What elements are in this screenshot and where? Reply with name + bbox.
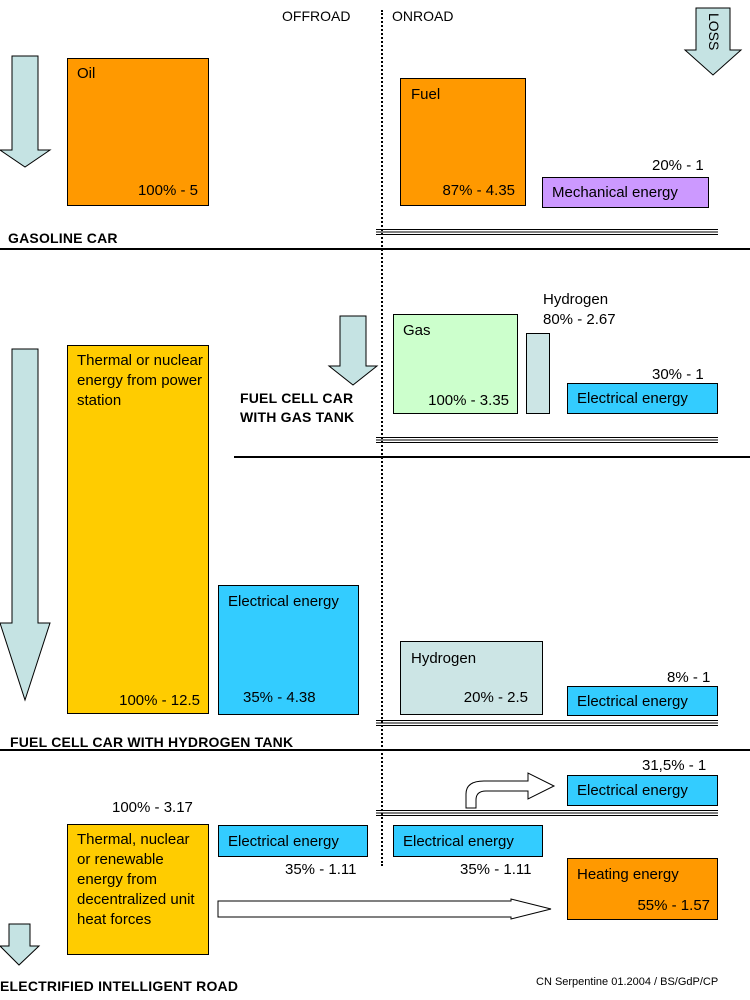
hydrogen-label: Hydrogen xyxy=(411,650,477,667)
electrified-road-title: ELECTRIFIED INTELLIGENT ROAD xyxy=(0,978,239,994)
electrical-energy-box: Electrical energy xyxy=(567,686,718,716)
electrical-energy-box: Electrical energy xyxy=(567,383,718,414)
fuel-box: Fuel 87% - 4.35 xyxy=(400,78,526,206)
heating-energy-value: 55% - 1.57 xyxy=(637,897,710,914)
electrical-energy-value: 35% - 1.11 xyxy=(460,861,532,878)
section-divider xyxy=(0,749,750,751)
electrical-energy-box: Electrical energy xyxy=(218,825,368,857)
mechanical-energy-box: Mechanical energy xyxy=(542,177,709,208)
onroad-line xyxy=(376,229,718,235)
heating-energy-label: Heating energy xyxy=(577,866,679,883)
right-arrow-icon xyxy=(217,898,552,920)
gasoline-car-title: GASOLINE CAR xyxy=(8,230,118,246)
curved-arrow-icon xyxy=(465,772,556,809)
electrical-energy-box: Electrical energy xyxy=(393,825,543,857)
section-divider xyxy=(0,248,750,250)
loss-label: LOSS xyxy=(706,13,722,51)
heating-energy-box: Heating energy 55% - 1.57 xyxy=(567,858,718,920)
electrical-energy-label: Electrical energy xyxy=(228,593,339,610)
electrical-energy-value: 35% - 1.11 xyxy=(285,861,357,878)
gas-value: 100% - 3.35 xyxy=(428,392,509,409)
electrical-energy-label: Electrical energy xyxy=(577,782,688,799)
hydrogen-value: 20% - 2.5 xyxy=(463,689,528,706)
electrical-energy-box: Electrical energy xyxy=(567,775,718,806)
down-arrow-icon xyxy=(0,55,52,168)
thermal-nuclear-box: Thermal or nuclear energy from power sta… xyxy=(67,345,209,714)
electrical-energy-value: 35% - 4.38 xyxy=(243,689,316,706)
hydrogen-bar xyxy=(526,333,550,414)
electrical-energy-label: Electrical energy xyxy=(577,390,688,407)
down-arrow-icon xyxy=(0,348,51,702)
electrical-energy-value: 31,5% - 1 xyxy=(642,757,707,774)
onroad-line xyxy=(376,810,718,816)
onroad-line xyxy=(376,720,718,726)
down-arrow-icon xyxy=(327,315,379,386)
oil-box: Oil 100% - 5 xyxy=(67,58,209,206)
thermal-nuclear-value: 100% - 12.5 xyxy=(119,692,200,709)
hydrogen-label: Hydrogen xyxy=(543,291,609,308)
electrical-energy-value: 30% - 1 xyxy=(652,366,704,383)
electrical-energy-value: 8% - 1 xyxy=(667,669,711,686)
credit-text: CN Serpentine 01.2004 / BS/GdP/CP xyxy=(536,976,719,988)
fuel-label: Fuel xyxy=(411,86,441,103)
offroad-label: OFFROAD xyxy=(282,8,351,24)
thermal-renewable-value: 100% - 3.17 xyxy=(112,799,193,816)
onroad-line xyxy=(376,437,718,443)
loss-arrow-icon xyxy=(683,7,743,76)
hydrogen-box: Hydrogen 20% - 2.5 xyxy=(400,641,543,715)
mechanical-energy-label: Mechanical energy xyxy=(552,184,678,201)
oil-value: 100% - 5 xyxy=(137,182,198,199)
electrical-energy-label: Electrical energy xyxy=(577,693,688,710)
fuel-value: 87% - 4.35 xyxy=(442,182,515,199)
gas-tank-car-title: FUEL CELL CAR WITH GAS TANK xyxy=(240,390,355,425)
down-arrow-icon xyxy=(0,923,41,966)
gas-box: Gas 100% - 3.35 xyxy=(393,314,518,414)
hydrogen-tank-car-title: FUEL CELL CAR WITH HYDROGEN TANK xyxy=(10,734,294,750)
thermal-renewable-label: Thermal, nuclear or renewable energy fro… xyxy=(77,831,195,928)
onroad-label: ONROAD xyxy=(392,8,454,24)
electrical-energy-box: Electrical energy 35% - 4.38 xyxy=(218,585,359,715)
thermal-nuclear-label: Thermal or nuclear energy from power sta… xyxy=(77,352,203,409)
mechanical-energy-value: 20% - 1 xyxy=(652,157,704,174)
gas-label: Gas xyxy=(403,322,431,339)
thermal-renewable-box: Thermal, nuclear or renewable energy fro… xyxy=(67,824,209,955)
electrical-energy-label: Electrical energy xyxy=(403,833,514,850)
electrical-energy-label: Electrical energy xyxy=(228,833,339,850)
oil-label: Oil xyxy=(77,65,96,82)
section-divider xyxy=(234,456,750,458)
hydrogen-value: 80% - 2.67 xyxy=(543,311,616,328)
